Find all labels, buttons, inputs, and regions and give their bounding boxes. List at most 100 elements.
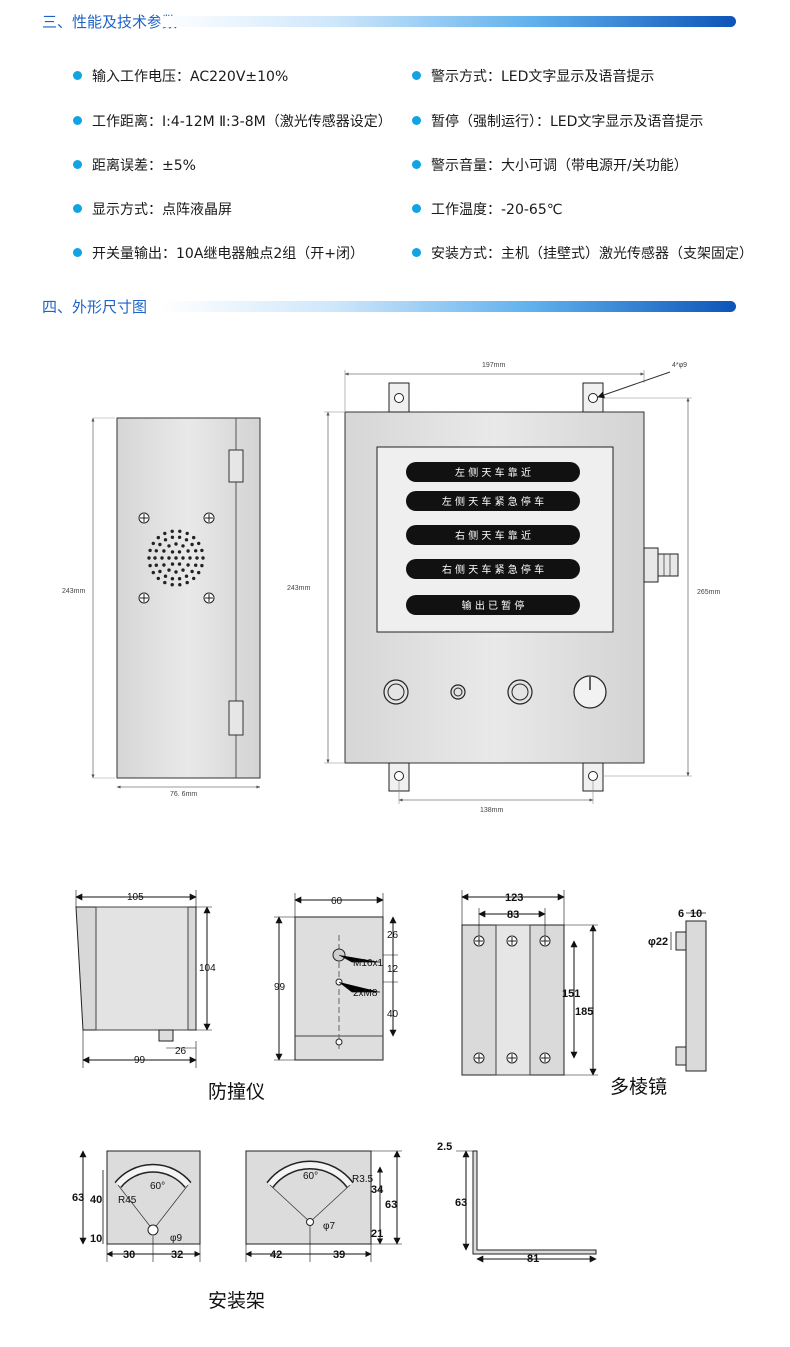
speaker-hole: [178, 583, 182, 587]
speaker-hole: [200, 563, 204, 568]
speaker-hole: [170, 562, 175, 566]
bracket-b-angle: 60°: [303, 1171, 318, 1182]
bumper-bottom-dim: 99: [134, 1055, 146, 1066]
speaker-hole: [174, 570, 178, 574]
speaker-hole: [163, 538, 168, 542]
speaker-hole: [147, 556, 151, 560]
bracket-b-drawing: 60° R3.5 φ7 34 21 63 42 39: [246, 1150, 402, 1262]
display-button-bg: [406, 462, 580, 482]
spec-item-right: 工作温度：-20-65℃: [431, 202, 563, 218]
spec-item-right: 警示方式：LED文字显示及语音提示: [431, 69, 655, 85]
bullet-dot-icon: [73, 116, 82, 125]
bullet-dot-icon: [412, 204, 421, 213]
speaker-hole: [148, 563, 152, 568]
display-buttons: 左 侧 天 车 靠 近左 侧 天 车 紧 急 停 车右 侧 天 车 靠 近右 侧…: [406, 462, 580, 615]
spec-item-left: 距离误差：±5%: [92, 158, 196, 174]
bullet-dot-icon: [73, 248, 82, 257]
spec-item-left: 显示方式：点阵液晶屏: [92, 202, 232, 218]
bullet-dot-icon: [73, 71, 82, 80]
speaker-hole: [177, 550, 182, 554]
speaker-hole: [167, 544, 171, 548]
bullet-dot-icon: [412, 71, 421, 80]
bullet-dot-icon: [412, 248, 421, 257]
side-depth-label: 76. 6mm: [170, 791, 197, 798]
bracket-a-w2: 32: [171, 1249, 183, 1261]
side-height-label: 243mm: [62, 588, 86, 595]
prism-side-a-dim: 6: [678, 908, 684, 920]
prism-drawing: 123 83 151 185: [461, 890, 598, 1076]
speaker-hole: [192, 576, 196, 581]
speaker-hole: [154, 549, 158, 553]
display-button-bg: [406, 559, 580, 579]
speaker-hole: [167, 568, 171, 572]
bumper-height-dim: 104: [199, 963, 216, 974]
prism-side-dia-dim: φ22: [648, 936, 668, 948]
speaker-hole: [154, 563, 158, 567]
prism-w2-dim: 83: [507, 909, 519, 921]
spec-item-right: 暂停（强制运行）：LED文字显示及语音提示: [431, 114, 704, 130]
speaker-hole: [185, 531, 189, 536]
bracket-a-angle: 60°: [150, 1181, 165, 1192]
speaker-hole: [174, 556, 178, 560]
speaker-hole: [190, 569, 194, 574]
display-button-label: 输 出 已 暂 停: [462, 599, 525, 612]
speaker-hole: [162, 563, 166, 567]
plate-m16-label: M16x1: [353, 958, 383, 969]
speaker-hole: [181, 544, 185, 548]
side-screw-heads: [138, 512, 215, 604]
bullet-dot-icon: [412, 160, 421, 169]
display-button-label: 左 侧 天 车 紧 急 停 车: [442, 495, 544, 508]
specs-section-title: 三、性能及技术参数: [42, 13, 178, 31]
hole-note-label: 4*φ9: [672, 362, 687, 369]
speaker-hole: [184, 538, 189, 542]
speaker-hole: [156, 535, 160, 540]
spec-item-right: 安装方式：主机（挂壁式）激光传感器（支架固定）: [431, 246, 753, 262]
speaker-hole: [181, 556, 185, 560]
front-height-label: 243mm: [287, 585, 311, 592]
speaker-hole: [177, 562, 182, 566]
speaker-hole: [185, 580, 189, 585]
speaker-hole: [177, 577, 182, 581]
speaker-hole: [181, 568, 185, 572]
bumper-top-dim: 105: [127, 892, 144, 903]
bracket-a-dia: φ9: [170, 1233, 182, 1244]
speaker-hole: [178, 529, 182, 533]
bracket-a-height: 63: [72, 1192, 84, 1204]
bracket-b-w1: 42: [270, 1249, 282, 1261]
plate-d1-dim: 26: [387, 930, 399, 941]
speaker-hole: [170, 529, 174, 533]
bumper-drawing: 105 104 99 26: [75, 890, 216, 1068]
speaker-hole: [197, 570, 201, 575]
bottom-width-label: 138mm: [480, 807, 504, 814]
display-button-label: 右 侧 天 车 紧 急 停 车: [442, 563, 544, 576]
speaker-hole: [158, 542, 162, 547]
speaker-hole: [184, 574, 189, 578]
bracket-a-radius: R45: [118, 1195, 137, 1206]
speaker-hole: [174, 542, 178, 546]
bracket-b-h3: 21: [371, 1228, 383, 1240]
bracket-a-drawing: 60° R45 63 40 10 30 32 φ9: [72, 1150, 200, 1262]
bracket-a-w1: 30: [123, 1249, 135, 1261]
speaker-hole: [188, 556, 192, 560]
speaker-hole: [200, 548, 204, 553]
speaker-hole: [162, 549, 166, 553]
plate-width-dim: 60: [331, 896, 343, 907]
bullet-dot-icon: [412, 116, 421, 125]
prism-h2-dim: 185: [575, 1006, 593, 1018]
speaker-hole: [195, 556, 199, 560]
prism-w1-dim: 123: [505, 892, 523, 904]
speaker-hole: [186, 563, 190, 567]
prism-side-b-dim: 10: [690, 908, 702, 920]
speaker-hole: [197, 541, 201, 546]
speaker-hole: [170, 577, 175, 581]
speaker-hole: [160, 556, 164, 560]
bracket-b-w2: 39: [333, 1249, 345, 1261]
display-button-label: 左 侧 天 车 靠 近: [455, 466, 531, 479]
prism-caption: 多棱镜: [610, 1076, 668, 1098]
speaker-hole: [156, 576, 160, 581]
speaker-hole: [148, 548, 152, 553]
bumper-plate-drawing: 60 99 26 12 40 M16x1 2xM8: [274, 893, 399, 1061]
specs-section-bar: [160, 16, 736, 27]
front-width-label: 197mm: [482, 362, 506, 369]
spec-item-left: 输入工作电压：AC220V±10%: [92, 69, 289, 85]
